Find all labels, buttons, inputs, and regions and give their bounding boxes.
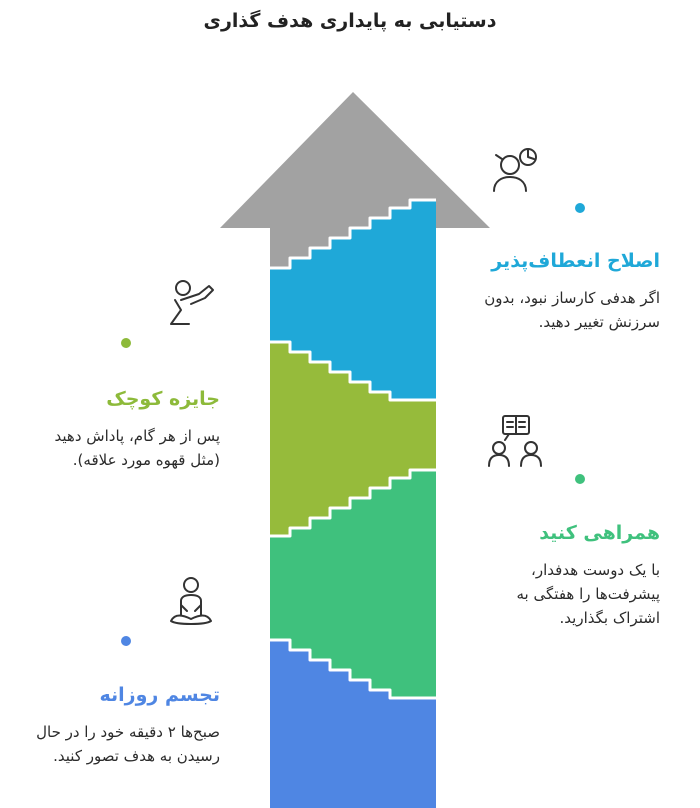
step-1-block: اصلاح انعطاف‌پذیر اگر هدفی کارساز نبود، …	[470, 250, 660, 334]
step-2-block: جایزه کوچک پس از هر گام، پاداش دهید (مثل…	[30, 388, 220, 472]
step-2-description: پس از هر گام، پاداش دهید (مثل قهوه مورد …	[54, 427, 220, 469]
diagram-title: دستیابی به پایداری هدف گذاری	[203, 10, 497, 32]
step-2-heading: جایزه کوچک	[106, 388, 220, 410]
step-4-block: تجسم روزانه صبح‌ها ۲ دقیقه خود را در حال…	[30, 684, 220, 768]
step-4-description: صبح‌ها ۲ دقیقه خود را در حال رسیدن به هد…	[36, 723, 220, 765]
band-green-light	[270, 342, 436, 536]
two-people-sharing-icon	[488, 415, 542, 467]
person-meditating-icon	[170, 577, 212, 625]
person-thinking-icon	[493, 148, 537, 192]
step-4-dot	[121, 636, 131, 646]
step-3-description: با یک دوست هدفدار، پیشرفت‌ها را هفتگی به…	[516, 561, 660, 627]
step-1-description: اگر هدفی کارساز نبود، بدون سرزنش تغییر د…	[484, 289, 660, 331]
step-3-heading: همراهی کنید	[539, 522, 660, 544]
person-drinking-icon	[170, 280, 214, 325]
band-blue	[270, 640, 436, 808]
step-4-heading: تجسم روزانه	[99, 684, 220, 706]
step-3-dot	[575, 474, 585, 484]
step-2-dot	[121, 338, 131, 348]
step-1-dot	[575, 203, 585, 213]
step-1-heading: اصلاح انعطاف‌پذیر	[491, 250, 660, 272]
step-3-block: همراهی کنید با یک دوست هدفدار، پیشرفت‌ها…	[470, 522, 660, 630]
